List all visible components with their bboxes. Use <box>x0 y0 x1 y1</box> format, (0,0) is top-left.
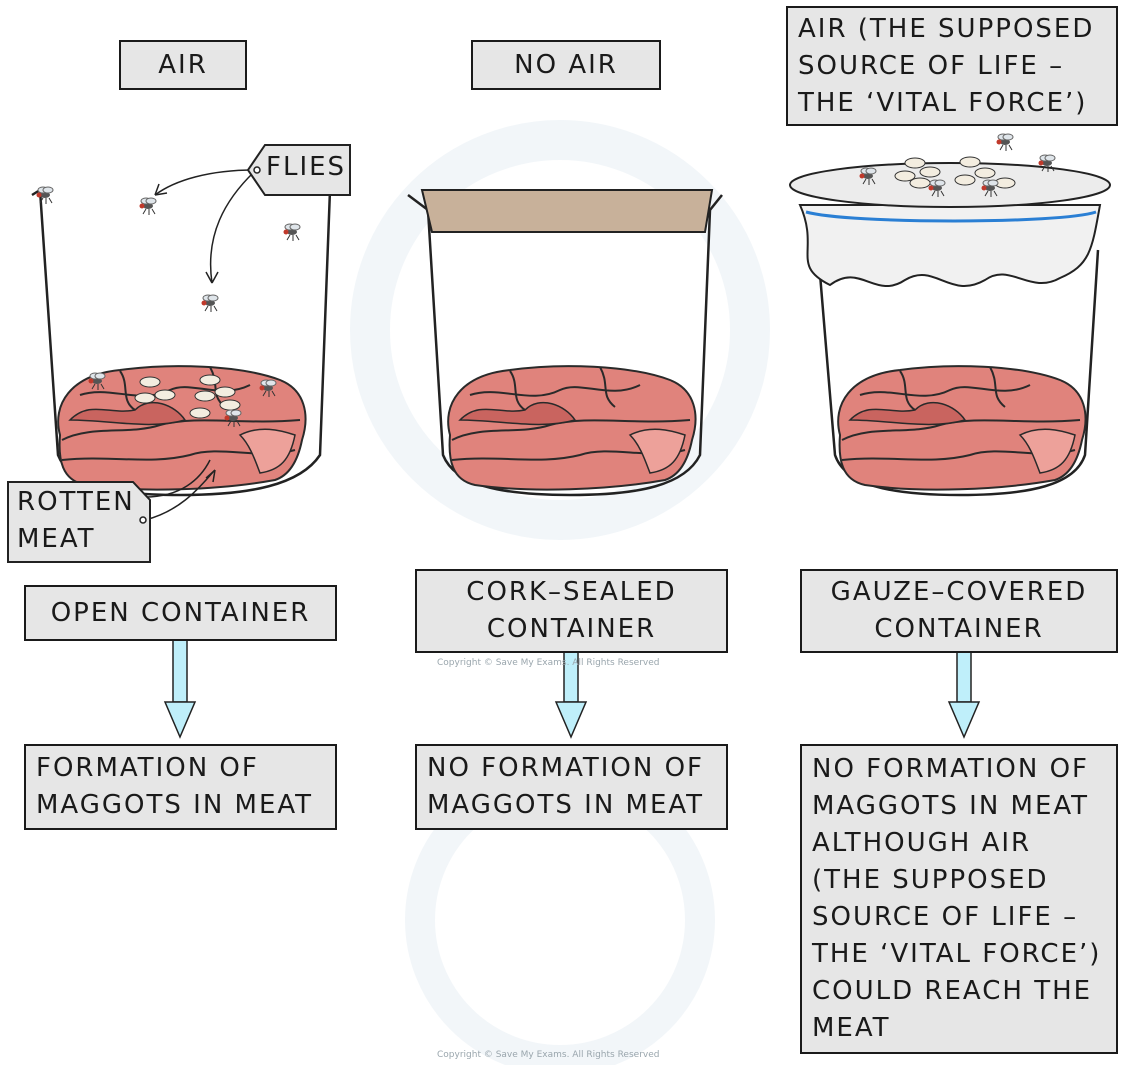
arrow-open <box>165 640 195 737</box>
fly-icon <box>37 187 54 204</box>
result-gauze: NO FORMATION OF MAGGOTS IN MEAT ALTHOUGH… <box>800 744 1118 1054</box>
copyright-text-bottom: Copyright © Save My Exams. All Rights Re… <box>437 1050 659 1060</box>
container-label-gauze: GAUZE–COVERED CONTAINER <box>800 569 1118 653</box>
container-label-open: OPEN CONTAINER <box>24 585 337 641</box>
cork-icon <box>422 190 712 232</box>
gauze-covered-container <box>790 134 1110 495</box>
cork-sealed-container <box>408 190 722 495</box>
flies-text: FLIES <box>266 152 346 182</box>
container-label-cork: CORK–SEALED CONTAINER <box>415 569 728 653</box>
vital-force-label: AIR (THE SUPPOSED SOURCE OF LIFE – THE ‘… <box>786 6 1118 126</box>
result-cork: NO FORMATION OF MAGGOTS IN MEAT <box>415 744 728 830</box>
arrow-gauze <box>949 652 979 737</box>
rotten-meat-text: ROTTEN MEAT <box>17 484 135 558</box>
no-air-label: NO AIR <box>471 40 661 90</box>
result-open: FORMATION OF MAGGOTS IN MEAT <box>24 744 337 830</box>
air-label: AIR <box>119 40 247 90</box>
open-container <box>32 170 340 520</box>
copyright-text: Copyright © Save My Exams. All Rights Re… <box>437 658 659 668</box>
